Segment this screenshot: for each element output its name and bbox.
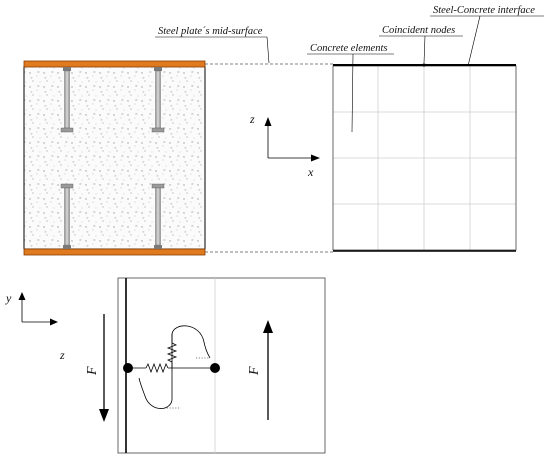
label-steel-concrete-interface: Steel-Concrete interface bbox=[433, 5, 535, 16]
concrete-mesh bbox=[332, 63, 517, 252]
spring-icon bbox=[145, 362, 169, 374]
composite-section bbox=[23, 60, 206, 256]
callout-mid-surface: Steel plate´s mid-surface bbox=[155, 26, 270, 64]
concrete-texture bbox=[24, 66, 205, 249]
force-left-label: F bbox=[85, 366, 100, 376]
label-concrete-elements: Concrete elements bbox=[310, 43, 387, 54]
axis-z-label: z bbox=[249, 112, 255, 126]
spring-icon bbox=[166, 342, 178, 363]
callout-coincident-nodes: Coincident nodes bbox=[379, 25, 463, 64]
force-right: F bbox=[247, 320, 273, 420]
shear-curve-lower bbox=[138, 367, 173, 409]
force-left: F bbox=[85, 314, 109, 422]
callout-concrete-elements: Concrete elements bbox=[307, 43, 394, 133]
arrow-up-icon bbox=[264, 117, 272, 126]
arrow-right-icon bbox=[50, 318, 58, 326]
axis-y-label: y bbox=[5, 291, 12, 305]
shear-stud bbox=[60, 183, 74, 249]
arrow-down-icon bbox=[99, 409, 109, 422]
axis-z-label: z bbox=[59, 348, 65, 362]
shear-curve-upper bbox=[171, 325, 211, 367]
bottom-steel-plate bbox=[23, 248, 206, 256]
interface-detail bbox=[117, 277, 326, 454]
arrow-up-icon bbox=[263, 320, 273, 333]
shear-stud bbox=[60, 67, 74, 133]
callout-interface: Steel-Concrete interface bbox=[430, 5, 544, 67]
top-steel-plate bbox=[23, 60, 206, 68]
force-right-label: F bbox=[247, 366, 262, 376]
node-dot-icon bbox=[123, 363, 133, 373]
label-steel-mid-surface: Steel plate´s mid-surface bbox=[158, 26, 263, 37]
axes-bottom: y z bbox=[5, 291, 65, 362]
arrow-right-icon bbox=[311, 154, 320, 162]
arrow-up-icon bbox=[18, 292, 26, 300]
shear-stud bbox=[151, 67, 165, 133]
label-coincident-nodes: Coincident nodes bbox=[382, 25, 455, 36]
shear-stud bbox=[151, 183, 165, 249]
axes-top: z x bbox=[249, 112, 320, 179]
coincident-node-icon bbox=[422, 63, 426, 67]
node-dot-icon bbox=[210, 363, 220, 373]
projection-lines bbox=[205, 63, 333, 253]
axis-x-label: x bbox=[307, 165, 314, 179]
